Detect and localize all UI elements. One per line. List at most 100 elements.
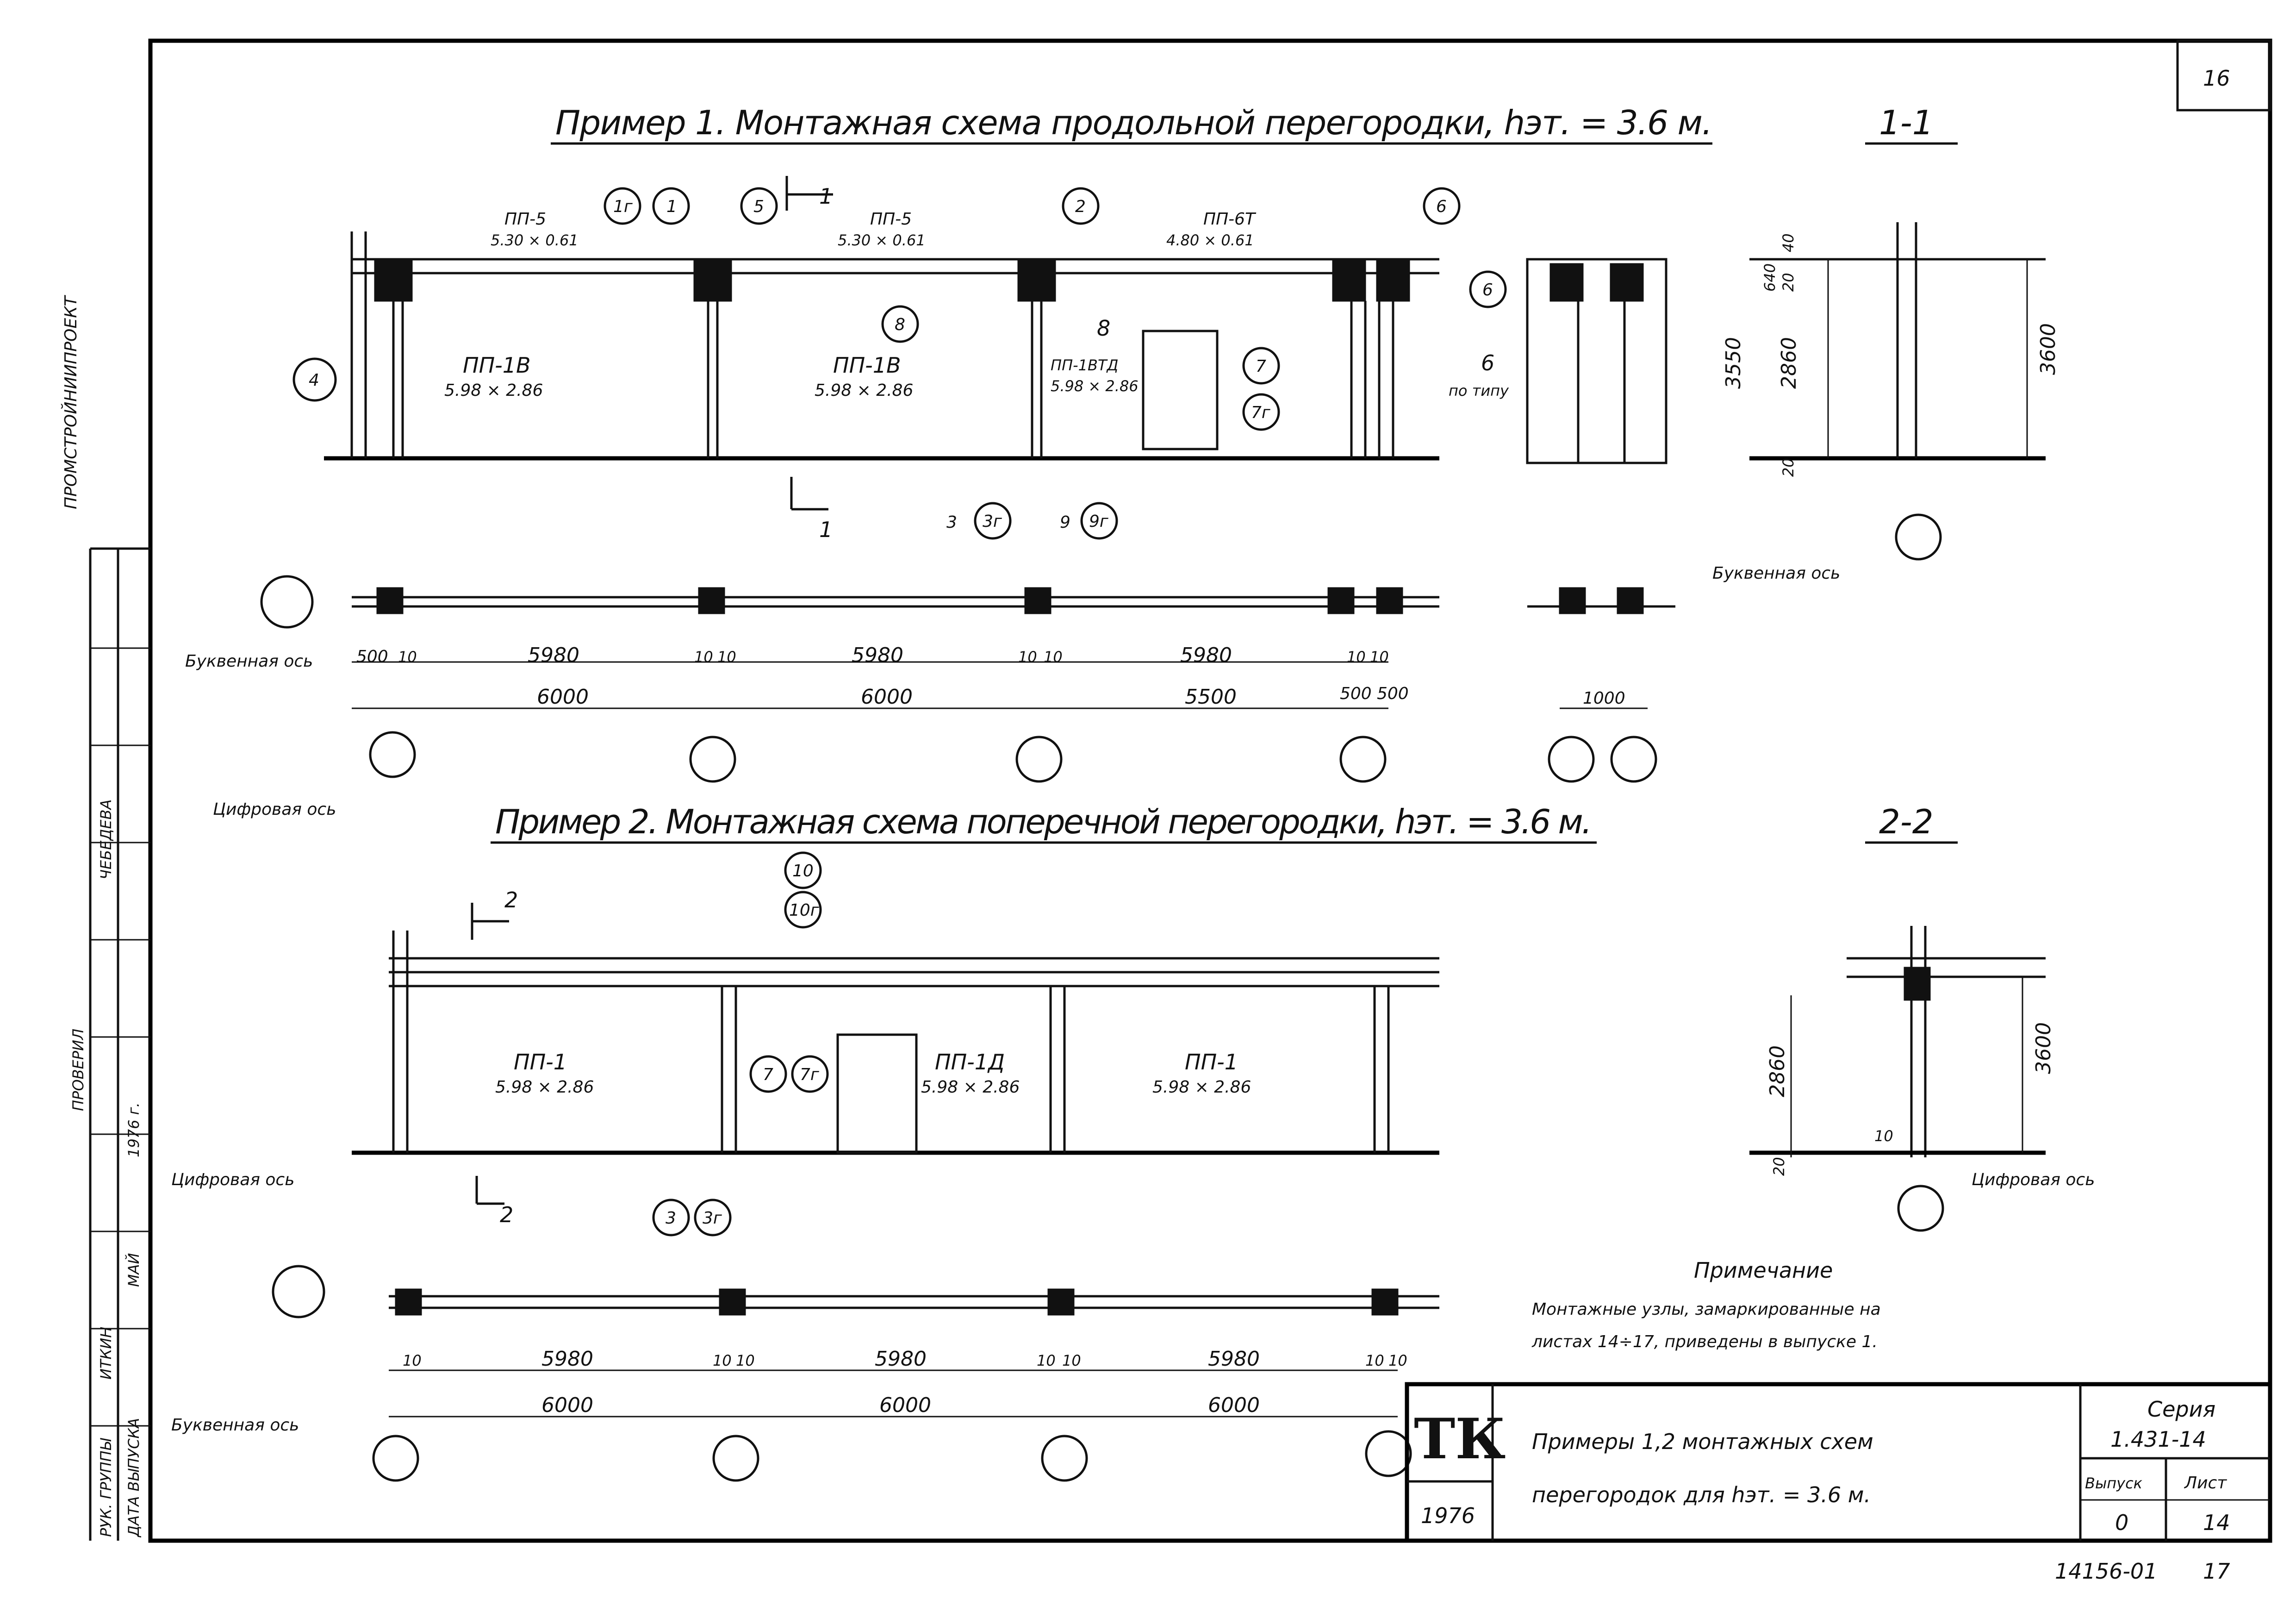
sheet-label: Лист <box>2184 1474 2227 1493</box>
ceiling-panel-2: ПП-5 5.30 × 0.61 <box>838 210 926 249</box>
plan1-dim-5980c: 5980 <box>1180 643 1232 667</box>
wall2-panel-2: ПП-1Д 5.98 × 2.86 <box>921 1049 1020 1097</box>
callout-6-mid-text: 6 <box>1482 281 1493 300</box>
titleblock-year: 1976 <box>1421 1503 1475 1528</box>
plan1-dim-1000: 1000 <box>1583 689 1625 708</box>
section-mark-1-bottom: 1 <box>819 517 833 542</box>
callout2-7g-text: 7г <box>800 1065 820 1084</box>
po-tipu-label: по типу <box>1449 382 1509 400</box>
callout2-7g: 7г <box>791 1055 829 1093</box>
issue-label: Выпуск <box>2085 1474 2143 1492</box>
series-label: Серия <box>2147 1397 2215 1422</box>
plan2-dim-10b: 10 <box>713 1352 732 1369</box>
plan1-dim-10g: 10 <box>1370 648 1389 666</box>
side-row-5: ПРОВЕРИЛ <box>69 1029 87 1111</box>
wall-panel-1-mark: ПП-1В <box>463 353 531 378</box>
wall-panel-3-size: 5.98 × 2.86 <box>1051 377 1139 395</box>
side-row-6: ЧЕБЕДЕВА <box>97 800 115 880</box>
callout2-7-text: 7 <box>763 1065 773 1084</box>
callout-7-text: 7 <box>1256 357 1266 376</box>
wall2-panel-1: ПП-1 5.98 × 2.86 <box>495 1049 594 1097</box>
wall2-panel-1-size: 5.98 × 2.86 <box>495 1078 594 1097</box>
callout-4-text: 4 <box>309 371 319 390</box>
plan1-dim-10e: 10 <box>1044 648 1063 666</box>
sect1-dim-20b: 20 <box>1780 458 1797 477</box>
callout-5-text: 5 <box>753 197 764 216</box>
sect2-dim-10: 10 <box>1874 1127 1893 1145</box>
side-org: ПРОМСТРОЙНИИПРОЕКТ <box>61 294 81 509</box>
callout-1-text: 1 <box>666 197 677 216</box>
note-line-2: листах 14÷17, приведены в выпуске 1. <box>1531 1332 1878 1351</box>
plan1-dim-500: 500 <box>356 647 388 666</box>
callout-3-text: 3 <box>946 513 957 532</box>
plan-2 <box>272 1265 1439 1482</box>
callout-10-text: 10 <box>792 862 814 881</box>
side-row-4: МАЙ <box>125 1253 143 1287</box>
example2-title: Пример 2. Монтажная схема поперечной пер… <box>495 802 1592 841</box>
side-row-3: ИТКИН <box>97 1327 115 1380</box>
wall2-panel-3-mark: ПП-1 <box>1185 1049 1238 1074</box>
callout-7g: 7г <box>1242 393 1280 431</box>
plan-1 <box>260 575 1675 783</box>
note-line-1: Монтажные узлы, замаркированные на <box>1532 1300 1881 1319</box>
plan2-dim-5980a: 5980 <box>541 1347 593 1371</box>
titleblock-logo: ТК <box>1414 1406 1506 1472</box>
sheet-value: 14 <box>2203 1510 2230 1535</box>
page-number-box <box>2176 39 2271 112</box>
callout-9: 9 <box>1060 513 1070 532</box>
plan1-dim-500b: 500 <box>1377 684 1409 703</box>
ceiling-panel-3: ПП-6Т 4.80 × 0.61 <box>1166 210 1257 249</box>
callout-7: 7 <box>1242 347 1280 385</box>
sect2-dim-20: 20 <box>1770 1157 1788 1176</box>
ceiling-panel-1: ПП-5 5.30 × 0.61 <box>491 210 579 249</box>
plan2-dim-6000a: 6000 <box>541 1393 593 1417</box>
plan1-dim-500a: 500 <box>1340 684 1372 703</box>
plan1-dim-5500: 5500 <box>1185 685 1237 709</box>
plan1-dim-10d: 10 <box>1018 648 1037 666</box>
plan2-dim-10e: 10 <box>1062 1352 1081 1369</box>
ceiling-panel-2-size: 5.30 × 0.61 <box>838 231 926 249</box>
plan2-dim-6000b: 6000 <box>879 1393 931 1417</box>
wall-panel-3-mark: ПП-1ВТД <box>1051 356 1119 374</box>
page-number: 16 <box>2203 66 2230 91</box>
callout-1g: 1г <box>604 187 641 225</box>
title-block <box>1405 1382 2272 1543</box>
issue-value: 0 <box>2115 1510 2128 1535</box>
plan2-axis-digit: Цифровая ось <box>171 1170 294 1189</box>
callout-7g-text: 7г <box>1251 403 1271 422</box>
plan2-dim-5980c: 5980 <box>1208 1347 1260 1371</box>
example1-title: Пример 1. Монтажная схема продольной пер… <box>555 103 1712 142</box>
side-row-1: РУК. ГРУППЫ <box>97 1437 115 1537</box>
callout2-3g-text: 3г <box>703 1209 722 1228</box>
ceiling-panel-3-size: 4.80 × 0.61 <box>1166 231 1254 249</box>
callout-6-top: 6 <box>1423 187 1461 225</box>
callout-6-mid: 6 <box>1469 270 1507 308</box>
callout-9g: 9г <box>1080 502 1118 540</box>
ceiling-panel-3-mark: ПП-6Т <box>1203 210 1257 229</box>
titleblock-title-1: Примеры 1,2 монтажных схем <box>1532 1429 1873 1454</box>
sect1-axis-label: Буквенная ось <box>1712 564 1840 583</box>
plan1-dim-10b: 10 <box>694 648 713 666</box>
plan2-dim-10g: 10 <box>1388 1352 1407 1369</box>
sect1-dim-3600: 3600 <box>2036 323 2060 375</box>
wall2-panel-3: ПП-1 5.98 × 2.86 <box>1152 1049 1251 1097</box>
callout-3g-text: 3г <box>983 512 1002 531</box>
wall2-panel-1-mark: ПП-1 <box>514 1049 567 1074</box>
elevation-2 <box>352 903 1439 1205</box>
plan2-dim-10a: 10 <box>403 1352 422 1369</box>
callout2-3-text: 3 <box>666 1209 676 1228</box>
callout-10: 10 <box>784 851 822 889</box>
ceiling-panel-1-mark: ПП-5 <box>504 210 546 229</box>
plan2-dim-6000c: 6000 <box>1208 1393 1260 1417</box>
titleblock-title-2: перегородок для hэт. = 3.6 м. <box>1532 1482 1871 1507</box>
plan2-dim-5980b: 5980 <box>875 1347 927 1371</box>
plan2-dim-10f: 10 <box>1365 1352 1384 1369</box>
callout-10g: 10г <box>784 891 822 929</box>
callout-1: 1 <box>652 187 690 225</box>
sect2-dim-3600: 3600 <box>2032 1022 2055 1074</box>
stamp-suffix: 17 <box>2203 1559 2230 1584</box>
plan1-axis-digit: Цифровая ось <box>213 800 336 819</box>
series-value: 1.431-14 <box>2110 1427 2206 1452</box>
callout-2-text: 2 <box>1075 197 1086 216</box>
